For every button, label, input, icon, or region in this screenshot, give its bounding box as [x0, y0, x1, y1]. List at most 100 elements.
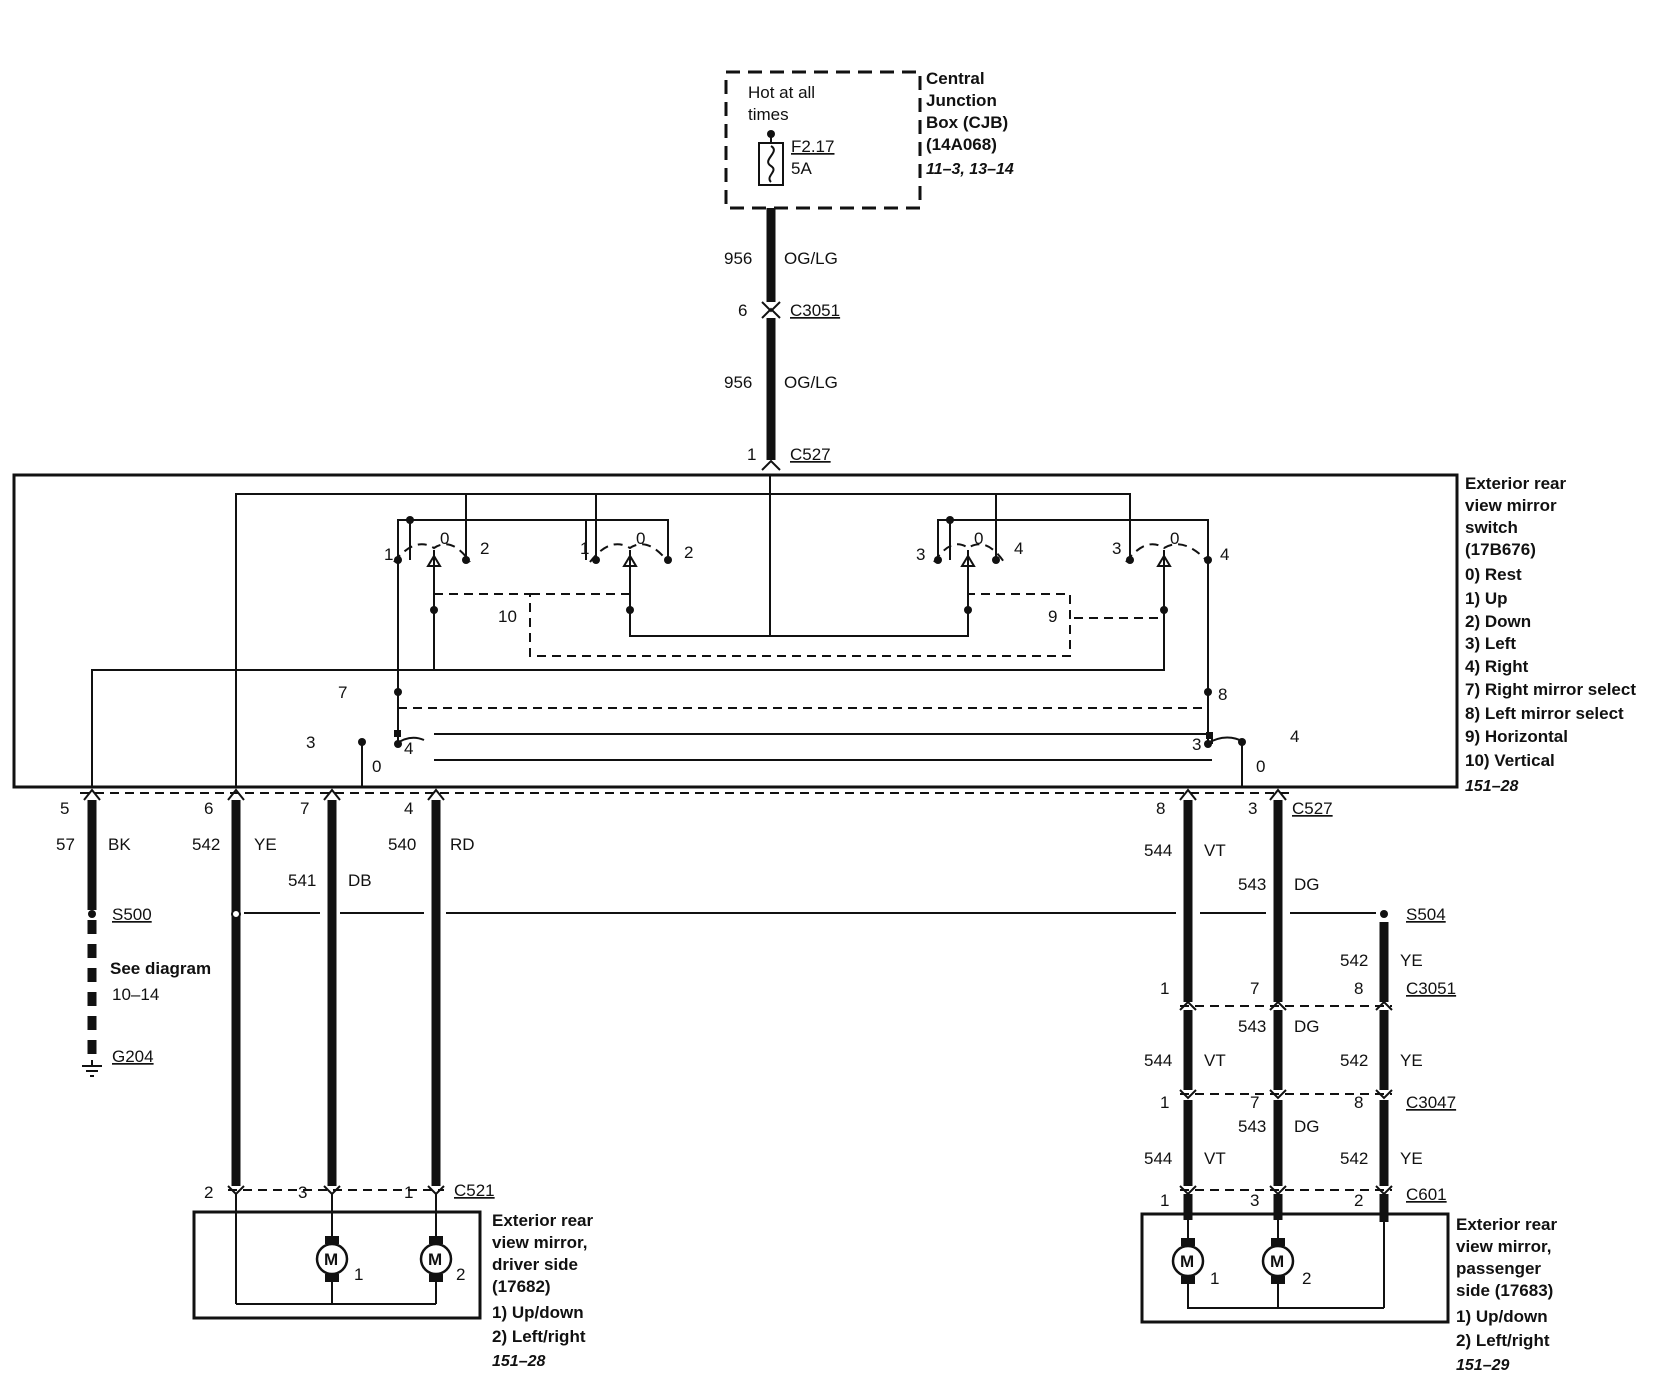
motor-number: 1 — [1210, 1269, 1219, 1288]
driver-mirror-part-no: (17682) — [492, 1277, 551, 1296]
linkage-label-10: 10 — [498, 607, 517, 626]
c3047-pin: 1 — [1160, 1093, 1169, 1112]
motor-label: M — [428, 1250, 442, 1269]
c527-bottom-connector: 5 6 7 4 8 3 C527 — [60, 788, 1333, 818]
motor-label: M — [1180, 1252, 1194, 1271]
driver-mirror: 2 3 1 C521 M M 1 2 Exterior rear view mi… — [192, 1181, 593, 1370]
fuse-id: F2.17 — [791, 137, 834, 156]
feed-circuit-2: 956 — [724, 373, 752, 392]
switch-contact-label: 4 — [1014, 539, 1023, 558]
cjb-hot-label-1: Hot at all — [748, 83, 815, 102]
switch-title-2: view mirror — [1465, 496, 1557, 515]
wire-circuit: 542 — [1340, 1149, 1368, 1168]
fuse-rating: 5A — [791, 159, 812, 178]
c3051-label: C3051 — [1406, 979, 1456, 998]
wire-circuit: 544 — [1144, 1149, 1172, 1168]
driver-mirror-title-3: driver side — [492, 1255, 578, 1274]
c521-pin: 3 — [298, 1183, 307, 1202]
cjb-outline — [724, 70, 922, 210]
switch-contact-label: 4 — [1220, 545, 1229, 564]
mirror-switch: 1 0 2 1 0 2 3 0 4 3 0 4 10 9 — [12, 473, 1636, 795]
feed-c3051-pin: 6 — [738, 301, 747, 320]
s504-label: S504 — [1406, 905, 1446, 924]
feed-wire: 956 OG/LG 6 C3051 956 OG/LG 1 C527 — [724, 208, 840, 471]
wire-color: DG — [1294, 1117, 1320, 1136]
driver-mirror-ref: 151–28 — [492, 1353, 545, 1370]
feed-c3051-label: C3051 — [790, 301, 840, 320]
switch-legend-item: 0) Rest — [1465, 565, 1522, 584]
fuse-element-icon — [767, 145, 775, 183]
switch-contact-label: 0 — [636, 529, 645, 548]
switch-legend-item: 10) Vertical — [1465, 751, 1555, 770]
switch-legend-item: 3) Left — [1465, 634, 1516, 653]
cjb-title-3: Box (CJB) — [926, 113, 1008, 132]
wire-color: RD — [450, 835, 475, 854]
switch-legend-item: 7) Right mirror select — [1465, 680, 1636, 699]
c527-pin: 8 — [1156, 799, 1165, 818]
driver-mirror-title-2: view mirror, — [492, 1233, 587, 1252]
cjb-title-1: Central — [926, 69, 985, 88]
switch-contact-up-down-2 — [589, 543, 669, 563]
motor-number: 2 — [456, 1265, 465, 1284]
cjb-part-no: (14A068) — [926, 135, 997, 154]
wire-color: YE — [1400, 1149, 1423, 1168]
wire-color: DG — [1294, 875, 1320, 894]
wire-circuit: 541 — [288, 871, 316, 890]
switch-legend-item: 8) Left mirror select — [1465, 704, 1624, 723]
switch-contact-label: 2 — [480, 539, 489, 558]
c3051-pin: 7 — [1250, 979, 1259, 998]
horizontal-linkage — [1070, 594, 1165, 619]
feed-c527-label: C527 — [790, 445, 831, 464]
passenger-mirror-legend-2: 2) Left/right — [1456, 1331, 1550, 1350]
passenger-mirror-title-2: view mirror, — [1456, 1237, 1551, 1256]
switch-legend-item: 9) Horizontal — [1465, 727, 1568, 746]
driver-mirror-outline — [192, 1210, 482, 1320]
s504-splice-dot — [1380, 910, 1388, 918]
wire-circuit: 544 — [1144, 841, 1172, 860]
switch-contact-label: 0 — [440, 529, 449, 548]
c527-pin: 3 — [1248, 799, 1257, 818]
passenger-mirror-legend-1: 1) Up/down — [1456, 1307, 1548, 1326]
cjb-title-2: Junction — [926, 91, 997, 110]
feed-c527-pin: 1 — [747, 445, 756, 464]
motor-icon — [1171, 1244, 1205, 1278]
cjb-hot-label-2: times — [748, 105, 789, 124]
switch-part-no: (17B676) — [1465, 540, 1536, 559]
wire-color: VT — [1204, 841, 1226, 860]
switch-contact-label: 0 — [1170, 529, 1179, 548]
motor-label: M — [1270, 1252, 1284, 1271]
c527-label: C527 — [1292, 799, 1333, 818]
motor-icon — [1261, 1244, 1295, 1278]
switch-contact-label: 1 — [580, 539, 589, 558]
s500-splice-dot — [88, 910, 96, 918]
switch-legend-item: 4) Right — [1465, 657, 1529, 676]
switch-legend-item: 2) Down — [1465, 612, 1531, 631]
c3051-pin: 1 — [1160, 979, 1169, 998]
motor-label: M — [324, 1250, 338, 1269]
wire-color: VT — [1204, 1051, 1226, 1070]
ground-icon — [82, 1060, 102, 1077]
c3047-pin: 7 — [1250, 1093, 1259, 1112]
c601-label: C601 — [1406, 1185, 1447, 1204]
wire-color: YE — [1400, 1051, 1423, 1070]
wire-color: YE — [1400, 951, 1423, 970]
wire-color: VT — [1204, 1149, 1226, 1168]
left-wires: 57 BK S500 See diagram 10–14 G204 542 YE… — [56, 800, 1376, 1186]
motor-icon — [315, 1242, 349, 1276]
switch-title-3: switch — [1465, 518, 1518, 537]
driver-mirror-legend-2: 2) Left/right — [492, 1327, 586, 1346]
vertical-linkage — [434, 593, 1071, 657]
c601-pin: 2 — [1354, 1191, 1363, 1210]
switch-contact-label: 1 — [384, 545, 393, 564]
wire-color: DG — [1294, 1017, 1320, 1036]
select-label: 0 — [1256, 757, 1265, 776]
switch-title-1: Exterior rear — [1465, 474, 1566, 493]
c3047-pin: 8 — [1354, 1093, 1363, 1112]
wire-circuit: 542 — [1340, 951, 1368, 970]
select-label: 7 — [338, 683, 347, 702]
c3051-connector-icon — [761, 301, 781, 313]
c3047-label: C3047 — [1406, 1093, 1456, 1112]
passenger-mirror-ref: 151–29 — [1456, 1357, 1509, 1374]
wire-circuit: 543 — [1238, 1017, 1266, 1036]
